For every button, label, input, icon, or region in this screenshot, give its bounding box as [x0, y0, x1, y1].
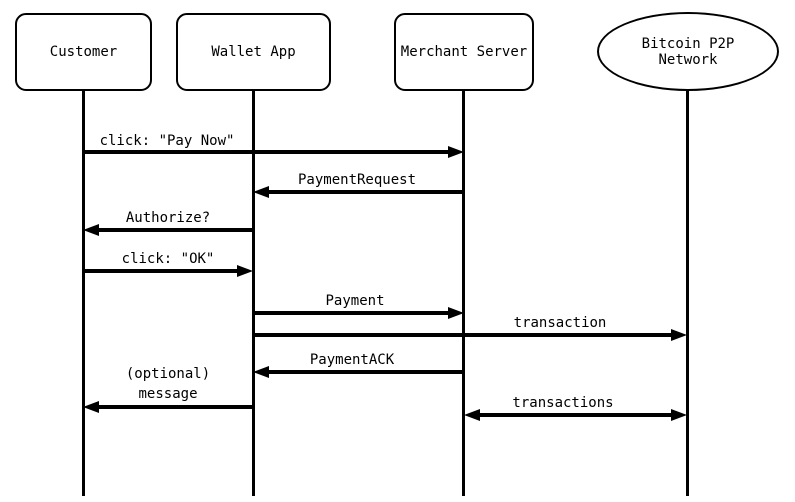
- participant-box-merchant-server: Merchant Server: [394, 13, 534, 91]
- message-label-optional-message: (optional) message: [125, 366, 211, 402]
- lifeline-bitcoin-p2p-network: [686, 90, 689, 496]
- arrowhead-left-icon: [83, 401, 99, 413]
- message-line-optional-message: [98, 405, 253, 409]
- arrowhead-left-icon: [253, 366, 269, 378]
- message-label-click-pay-now: click: "Pay Now": [99, 133, 235, 149]
- arrowhead-right-icon: [448, 146, 464, 158]
- arrowhead-right-icon: [448, 307, 464, 319]
- message-line-authorize: [98, 228, 253, 232]
- message-line-click-pay-now: [83, 150, 449, 154]
- participant-ellipse-bitcoin-p2p-network: Bitcoin P2P Network: [597, 12, 779, 91]
- participant-box-wallet-app: Wallet App: [176, 13, 331, 91]
- message-line-transactions: [479, 413, 672, 417]
- lifeline-wallet-app: [252, 91, 255, 496]
- message-label-transaction: transaction: [513, 315, 607, 331]
- arrowhead-left-icon: [253, 186, 269, 198]
- lifeline-merchant-server: [462, 91, 465, 496]
- participant-label-merchant-server: Merchant Server: [400, 44, 528, 60]
- message-label-click-ok: click: "OK": [121, 251, 215, 267]
- participant-box-customer: Customer: [15, 13, 152, 91]
- message-line-transaction: [253, 333, 671, 337]
- message-label-payment: Payment: [325, 293, 385, 309]
- arrowhead-right-icon: [671, 409, 687, 421]
- message-line-click-ok: [83, 269, 238, 273]
- participant-label-customer: Customer: [49, 44, 118, 60]
- message-label-transactions: transactions: [512, 395, 614, 411]
- message-label-payment-ack: PaymentACK: [309, 352, 395, 368]
- participant-label-bitcoin-p2p-network: Bitcoin P2P Network: [641, 35, 735, 68]
- arrowhead-right-icon: [671, 329, 687, 341]
- arrowhead-left-icon: [83, 224, 99, 236]
- message-line-payment: [253, 311, 449, 315]
- arrowhead-left-icon: [464, 409, 480, 421]
- message-line-payment-request: [268, 190, 464, 194]
- lifeline-customer: [82, 91, 85, 496]
- message-label-authorize: Authorize?: [125, 210, 211, 226]
- participant-label-wallet-app: Wallet App: [211, 44, 296, 60]
- arrowhead-right-icon: [237, 265, 253, 277]
- message-line-payment-ack: [268, 370, 464, 374]
- message-label-payment-request: PaymentRequest: [297, 172, 417, 188]
